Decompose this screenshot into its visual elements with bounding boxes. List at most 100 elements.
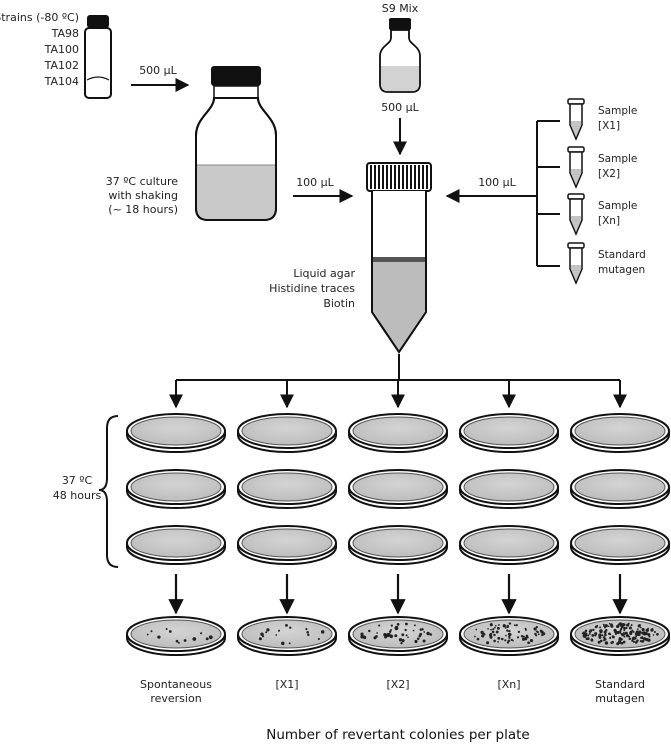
- colony-dot: [622, 633, 625, 636]
- colony-dot: [376, 632, 378, 634]
- colony-dot: [165, 628, 168, 630]
- colony-dot: [637, 628, 639, 630]
- vial-liquid-line: [86, 76, 110, 81]
- colony-dot: [623, 629, 626, 632]
- sample-label: Standard: [598, 249, 646, 261]
- colony-dot: [632, 630, 635, 633]
- colony-dot: [641, 636, 644, 638]
- result-plate: [126, 616, 226, 656]
- colony-dot: [616, 642, 620, 646]
- tube-contents-line: Liquid agar: [293, 267, 355, 280]
- colony-dot: [599, 626, 602, 629]
- colony-dot: [617, 623, 620, 626]
- colony-dot: [597, 640, 601, 644]
- colony-dot: [594, 632, 598, 636]
- colony-dot: [401, 639, 405, 643]
- colony-dot: [265, 631, 268, 634]
- petri-dish: [570, 525, 670, 565]
- colony-dot: [639, 626, 642, 629]
- colony-dot: [635, 630, 639, 634]
- colony-dot: [515, 624, 518, 627]
- colony-dot: [183, 639, 187, 642]
- vial-body: [84, 27, 112, 99]
- petri-dish: [459, 469, 559, 509]
- colony-dot: [277, 629, 281, 632]
- colony-dot: [508, 622, 512, 625]
- colony-dot: [620, 638, 623, 641]
- petri-dish: [126, 525, 226, 565]
- colony-dot: [651, 628, 654, 630]
- sample-label: mutagen: [598, 264, 645, 276]
- sample-label: [Xn]: [598, 215, 620, 227]
- colony-dot: [208, 635, 213, 640]
- result-plate: [459, 616, 559, 656]
- colony-dot: [641, 637, 644, 640]
- colony-dot: [641, 631, 645, 635]
- strain-item: TA98: [51, 27, 79, 40]
- colony-dot: [628, 637, 632, 641]
- colony-dot: [317, 637, 320, 641]
- sample-label: Sample: [598, 105, 637, 117]
- colony-dot: [616, 630, 620, 635]
- colony-dot: [618, 636, 622, 640]
- colony-dot: [630, 624, 633, 627]
- sample-tube: [567, 193, 585, 236]
- colony-dot: [150, 630, 153, 633]
- colony-dot: [486, 641, 490, 645]
- colony-dot: [611, 635, 614, 638]
- s9-bottle: [379, 18, 421, 93]
- colony-dot: [541, 633, 544, 637]
- colony-dot: [590, 638, 593, 641]
- colony-dot: [504, 639, 507, 642]
- colony-dot: [581, 632, 584, 635]
- plate-label: [Xn]: [497, 678, 520, 691]
- sample-tube: [567, 98, 585, 141]
- volume-label: 100 µL: [478, 176, 516, 189]
- colony-dot: [527, 641, 530, 645]
- tube-contents-line: Biotin: [323, 297, 355, 310]
- strains-title: Strains (-80 ºC): [0, 11, 79, 24]
- plate-label: [X1]: [275, 678, 298, 691]
- colony-dot: [506, 624, 510, 628]
- colony-dot: [608, 622, 611, 625]
- colony-dot: [584, 629, 588, 633]
- plate-label: mutagen: [595, 692, 644, 705]
- colony-dot: [146, 633, 149, 636]
- colony-dot: [623, 635, 626, 638]
- colony-dot: [205, 637, 209, 641]
- colony-dot: [513, 624, 516, 627]
- colony-dot: [507, 632, 511, 636]
- colony-dot: [614, 630, 618, 634]
- colony-dot: [413, 624, 416, 627]
- colony-dot: [281, 641, 285, 646]
- colony-dot: [490, 628, 492, 631]
- colony-dot: [305, 628, 308, 631]
- colony-dot: [588, 632, 591, 635]
- colony-dot: [634, 636, 637, 640]
- colony-dot: [624, 631, 628, 635]
- colony-dot: [491, 630, 495, 634]
- colony-dot: [394, 625, 399, 630]
- bottle-cap: [211, 66, 261, 86]
- conical-tube: [366, 162, 432, 354]
- result-arrows: [168, 574, 628, 615]
- colony-dot: [320, 630, 325, 634]
- colony-dot: [599, 633, 601, 636]
- colony-dot: [603, 626, 606, 629]
- volume-label: 500 µL: [139, 64, 177, 77]
- colony-dot: [192, 637, 197, 641]
- colony-dot: [522, 635, 525, 638]
- colony-dot: [631, 637, 635, 640]
- colony-dot: [401, 633, 405, 637]
- sample-label: [X1]: [598, 120, 620, 132]
- plate-label: reversion: [150, 692, 201, 705]
- colony-dot: [622, 640, 626, 644]
- colony-dot: [585, 637, 589, 641]
- colony-dot: [620, 641, 624, 645]
- incubation-plates: [126, 413, 670, 565]
- colony-dot: [400, 642, 403, 645]
- colony-dot: [498, 624, 500, 626]
- colony-dot: [603, 639, 605, 642]
- distribution-arrows: [169, 354, 627, 409]
- colony-dot: [534, 632, 537, 636]
